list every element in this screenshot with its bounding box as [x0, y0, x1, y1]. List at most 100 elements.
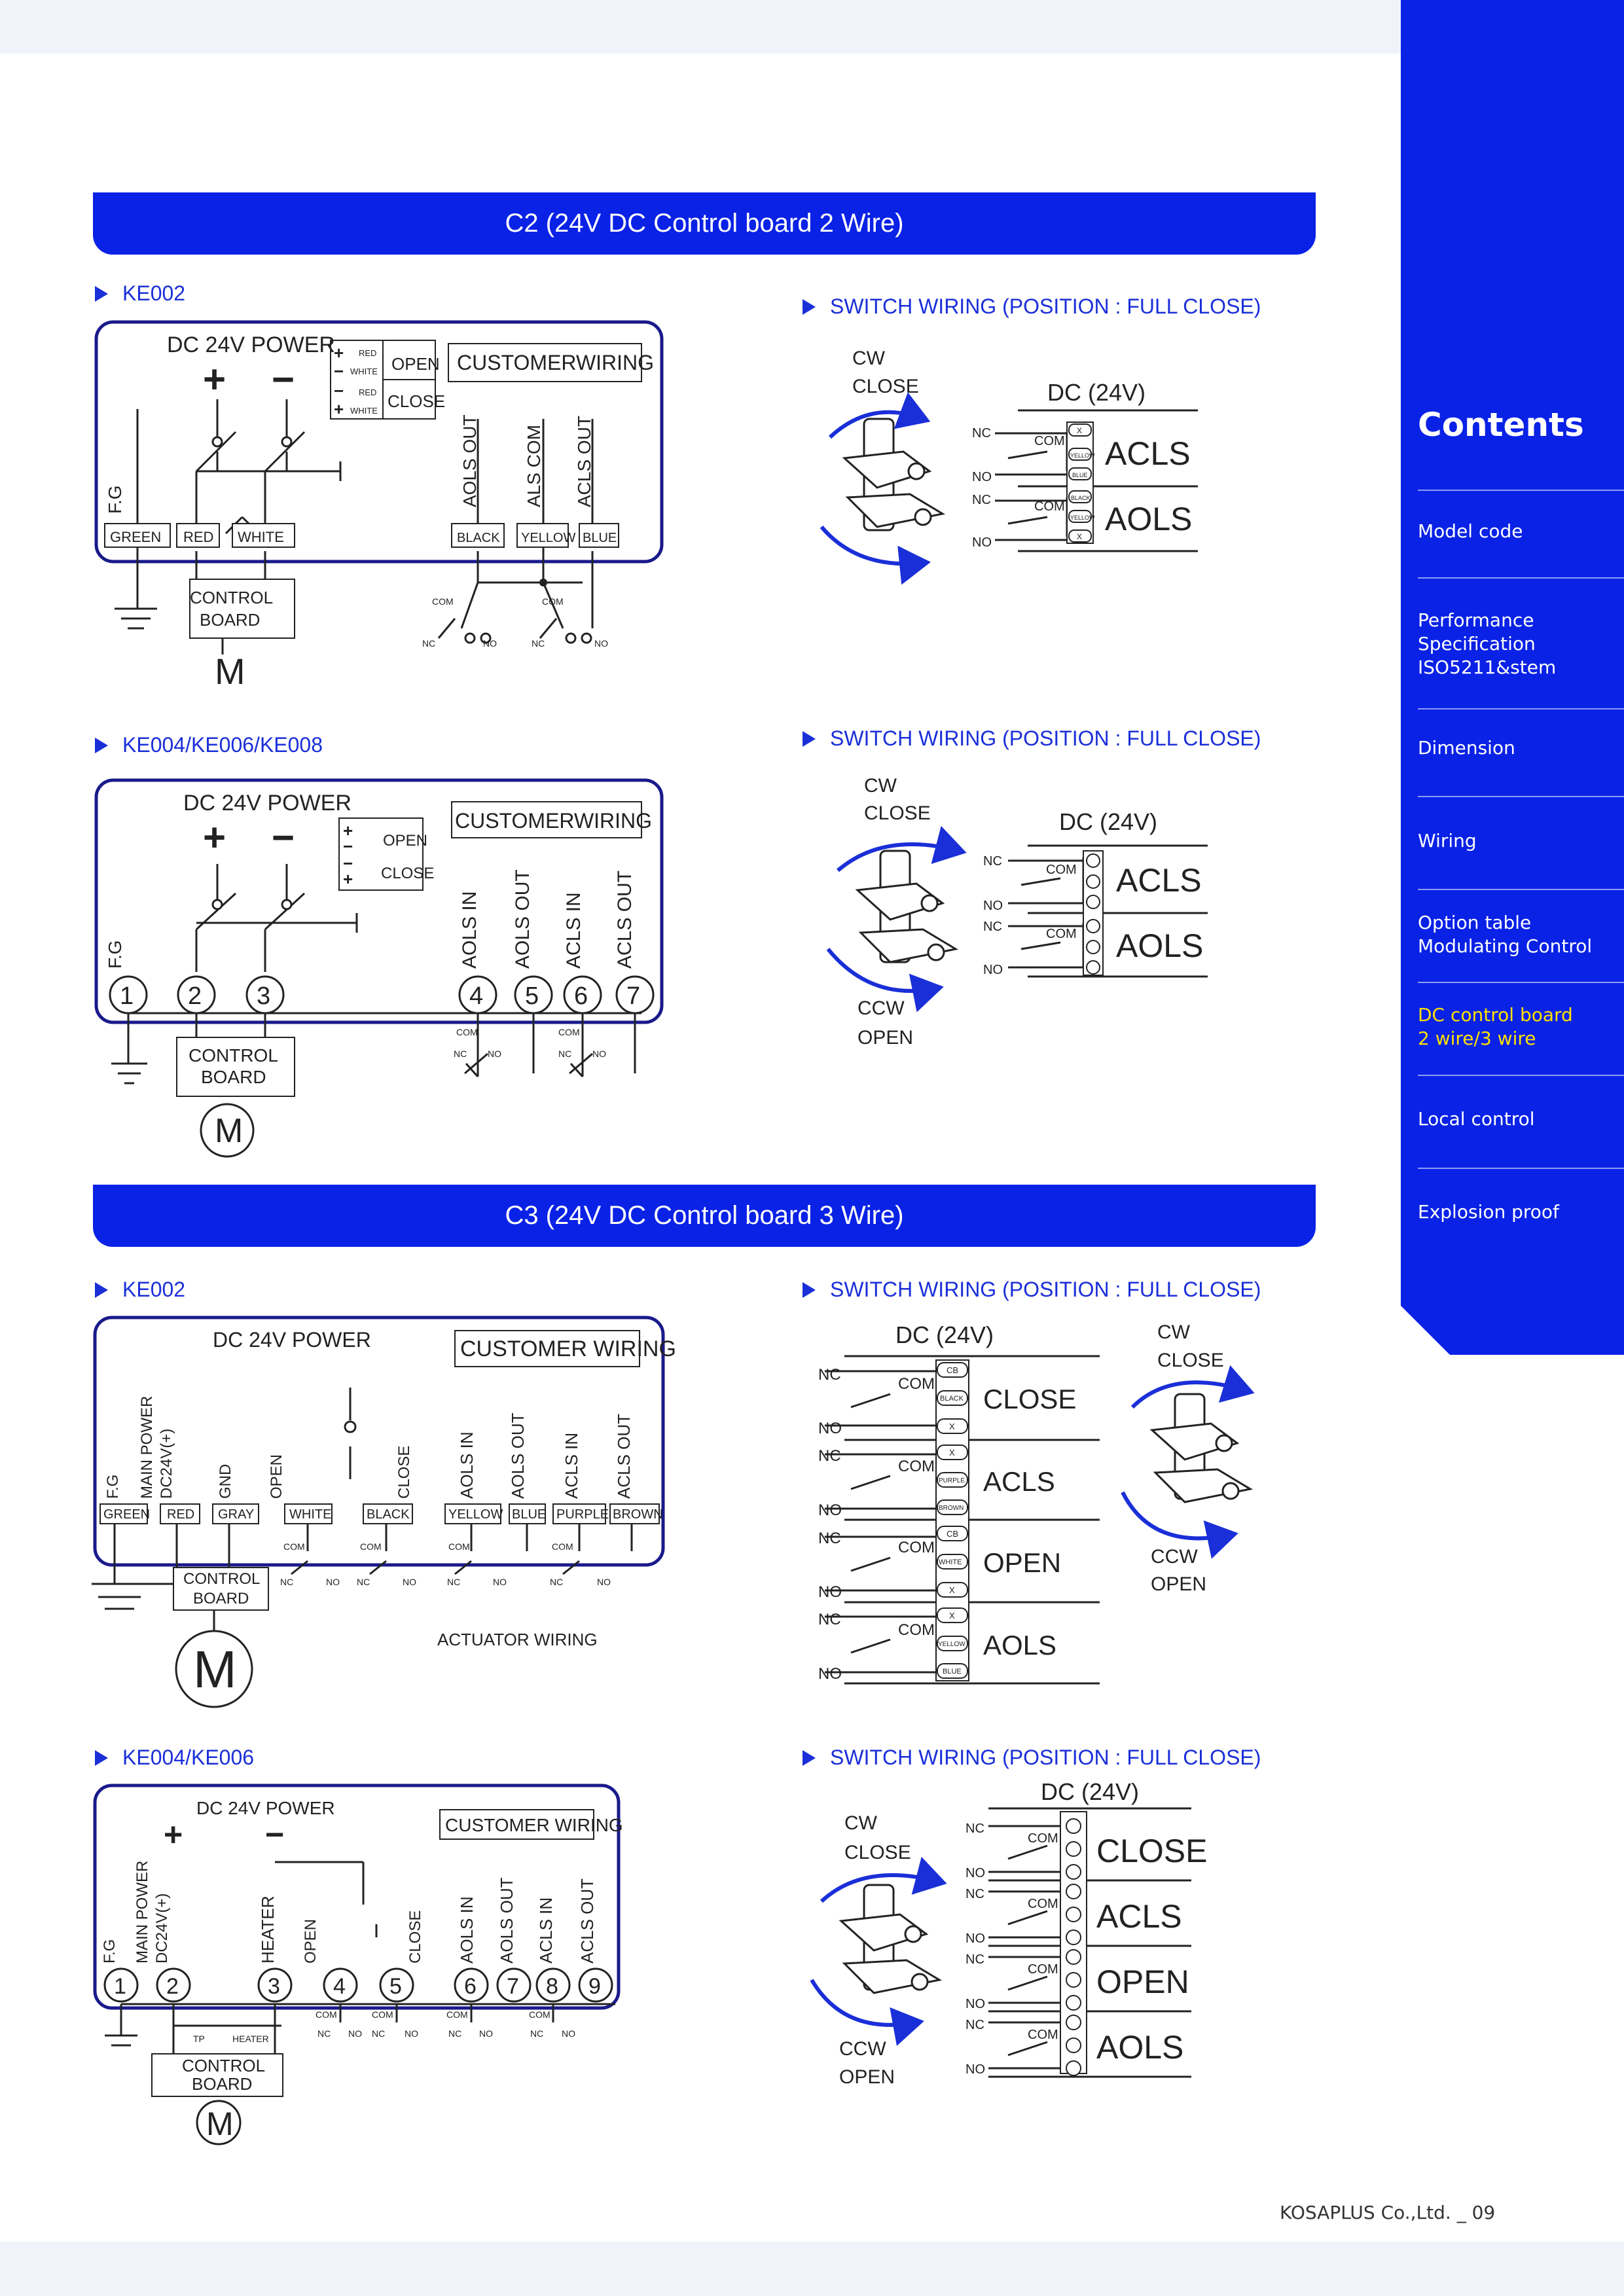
customer-wiring-label: CUSTOMERWIRING: [455, 809, 652, 833]
switch-wiring-label: SWITCH WIRING (POSITION : FULL CLOSE): [803, 295, 1261, 319]
cw-label: CW: [852, 348, 886, 369]
sidebar-item-dimension[interactable]: Dimension: [1418, 737, 1515, 759]
switch-label: NO: [983, 899, 1003, 913]
minus-symbol: −: [334, 381, 344, 401]
wire-label: BLACK: [1071, 495, 1091, 501]
switch-label: COM: [1034, 499, 1065, 514]
diagram-frame: [93, 1784, 621, 2010]
switch-label: NO: [488, 1049, 501, 1059]
rotation-arrow-icon: [837, 825, 967, 872]
wire-label: GREEN: [103, 1507, 150, 1522]
dc24v-label: DC (24V): [1041, 1778, 1139, 1805]
terminal-label: CLOSE: [395, 1446, 413, 1499]
motor-symbol: M: [193, 1640, 237, 1698]
switch-label: NC: [818, 1611, 841, 1628]
switch-label: NC: [965, 1952, 984, 1967]
switch-label: COM: [456, 1027, 478, 1037]
control-board-label: CONTROL: [182, 2056, 265, 2075]
cw-label: CW: [1157, 1321, 1191, 1343]
sidebar-item-model-code[interactable]: Model code: [1418, 520, 1523, 542]
switch-label: COM: [542, 596, 564, 607]
switch-wiring-label: SWITCH WIRING (POSITION : FULL CLOSE): [803, 1746, 1261, 1770]
terminal-label: ACLS OUT: [614, 1414, 634, 1499]
wire-label: BLACK: [367, 1507, 410, 1522]
switch-label: COM: [898, 1375, 935, 1393]
terminal-number: 4: [469, 982, 483, 1010]
switch-label: COM: [1028, 1897, 1058, 1911]
switch-label: COM: [558, 1027, 580, 1037]
switch-label: NO: [818, 1583, 842, 1601]
switch-label: COM: [432, 596, 454, 607]
terminal-number: 8: [546, 1974, 558, 1999]
terminal-number: 2: [188, 982, 202, 1010]
terminal-number: 5: [525, 982, 539, 1010]
terminal-label: OPEN: [302, 1919, 319, 1964]
switch-label: COM: [448, 1541, 470, 1552]
switch-label: COM: [529, 2009, 550, 2020]
switch-label: NC: [983, 854, 1002, 869]
terminal-number: 7: [626, 982, 640, 1010]
switch-label: COM: [1034, 434, 1065, 448]
switch-label: COM: [1046, 863, 1077, 877]
switch-label: NC: [818, 1530, 841, 1547]
triangle-bullet-icon: [803, 1749, 816, 1766]
switch-label: NO: [965, 1997, 985, 2011]
switch-label: NC: [558, 1049, 571, 1059]
terminal-number: 1: [114, 1974, 126, 1999]
plus-symbol: +: [164, 1816, 183, 1853]
switch-label: NO: [983, 963, 1003, 977]
terminal-label: DC24V(+): [158, 1429, 175, 1499]
terminal-label: CLOSE: [406, 1910, 424, 1964]
switch-label: COM: [1028, 1962, 1058, 1977]
aols-label: AOLS: [1096, 2029, 1183, 2066]
minus-symbol: −: [265, 1816, 284, 1853]
plus-symbol: +: [343, 869, 353, 889]
aols-label: AOLS: [983, 1630, 1056, 1660]
wire-label: WHITE: [350, 406, 378, 416]
acls-label: ACLS: [983, 1466, 1055, 1497]
terminal-numbers-c3b: 1 2 3 4 5 6 7 8 9: [114, 1974, 601, 1999]
switch-label: NO: [479, 2028, 493, 2039]
open-label: OPEN: [383, 832, 427, 850]
plus-symbol: +: [203, 816, 226, 859]
diagram-frame: [94, 778, 664, 1024]
cw-label: CW: [864, 775, 897, 797]
actuator-wiring-label: ACTUATOR WIRING: [437, 1630, 598, 1649]
close-label: CLOSE: [1157, 1350, 1224, 1371]
sidebar-item-local-control[interactable]: Local control: [1418, 1108, 1535, 1130]
diagram-frame: [93, 1316, 665, 1567]
wire-label: RED: [359, 348, 376, 358]
switch-label: NC: [972, 493, 991, 507]
plus-symbol: +: [343, 821, 353, 840]
terminal-mark: X: [949, 1448, 955, 1458]
wire-label: BROWN: [613, 1507, 663, 1522]
heater-label: HEATER: [232, 2034, 269, 2044]
sidebar-item-option-table[interactable]: Option table Modulating Control: [1418, 912, 1593, 957]
minus-symbol: −: [272, 357, 295, 401]
switch-label: NC: [447, 1577, 460, 1587]
switch-label: NC: [357, 1577, 370, 1587]
terminal-label: ACLS OUT: [574, 416, 594, 507]
switch-label: COM: [283, 1541, 305, 1552]
wire-label: YELLOW: [1070, 514, 1095, 521]
customer-wiring-label: CUSTOMER WIRING: [460, 1336, 676, 1361]
sidebar-item-explosion-proof[interactable]: Explosion proof: [1418, 1201, 1559, 1223]
open-label: OPEN: [983, 1547, 1061, 1578]
wire-label: PURPLE: [939, 1477, 965, 1484]
open-label: OPEN: [839, 2066, 895, 2088]
sidebar-divider: [1418, 889, 1624, 890]
switch-label: NC: [818, 1447, 841, 1465]
switch-label: NC: [454, 1049, 467, 1059]
switch-label: NO: [972, 535, 992, 550]
sidebar-divider: [1418, 577, 1624, 579]
sidebar-item-performance[interactable]: Performance Specification ISO5211&stem: [1418, 609, 1557, 678]
wire-label: BLACK: [940, 1395, 964, 1403]
control-board-label: BOARD: [200, 610, 260, 630]
dc24v-label: DC (24V): [895, 1321, 994, 1348]
switch-label: NC: [983, 920, 1002, 934]
sidebar-item-dc-control-board[interactable]: DC control board 2 wire/3 wire: [1418, 1004, 1573, 1049]
switch-label: NC: [532, 638, 545, 649]
sidebar-item-wiring[interactable]: Wiring: [1418, 830, 1477, 852]
terminal-number: 3: [257, 982, 270, 1010]
terminal-mark: X: [949, 1585, 955, 1595]
